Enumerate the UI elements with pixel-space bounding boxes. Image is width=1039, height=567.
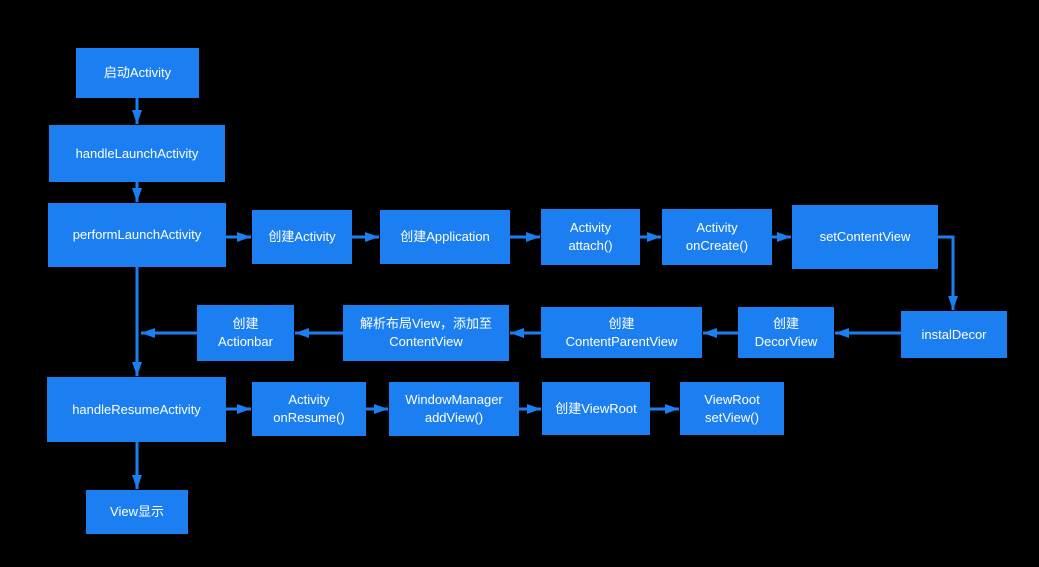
node-window-manager-add-view: WindowManager addView() (389, 382, 519, 436)
node-label: handleLaunchActivity (75, 145, 199, 161)
node-handle-launch-activity: handleLaunchActivity (49, 125, 225, 182)
node-create-activity: 创建Activity (252, 210, 352, 264)
node-create-application: 创建Application (380, 210, 510, 264)
edge-setcontentview-to-instaldecor (938, 235, 958, 310)
node-label: ViewRoot setView() (704, 391, 760, 425)
node-set-content-view: setContentView (792, 205, 938, 269)
node-label: 启动Activity (103, 65, 172, 81)
node-label: instalDecor (921, 326, 987, 342)
node-create-content-parent-view: 创建 ContentParentView (541, 307, 702, 358)
node-label: 创建Activity (268, 229, 336, 245)
node-activity-onresume: Activity onResume() (252, 382, 366, 436)
node-label: 创建Application (400, 229, 490, 245)
node-label: 解析布局View，添加至 ContentView (360, 316, 492, 349)
node-label: handleResumeActivity (72, 401, 201, 417)
node-perform-launch-activity: performLaunchActivity (48, 203, 226, 267)
node-label: Activity onCreate() (685, 220, 749, 253)
node-create-decor-view: 创建 DecorView (738, 307, 834, 358)
node-label: Activity attach() (568, 220, 613, 253)
node-view-display: View显示 (86, 490, 188, 534)
node-label: 创建 DecorView (754, 315, 818, 349)
node-instal-decor: instalDecor (901, 311, 1007, 358)
node-create-actionbar: 创建 Actionbar (197, 305, 294, 361)
node-label: View显示 (110, 504, 164, 520)
node-parse-layout-view: 解析布局View，添加至 ContentView (343, 305, 509, 361)
node-handle-resume-activity: handleResumeActivity (47, 377, 226, 442)
node-create-view-root: 创建ViewRoot (542, 382, 650, 435)
node-label: 创建 Actionbar (218, 316, 273, 349)
node-label: performLaunchActivity (72, 227, 202, 243)
node-label: WindowManager addView() (405, 392, 503, 425)
node-activity-oncreate: Activity onCreate() (662, 209, 772, 265)
node-activity-attach: Activity attach() (541, 209, 640, 265)
node-view-root-set-view: ViewRoot setView() (680, 382, 784, 435)
node-start-activity: 启动Activity (76, 48, 199, 98)
node-label: 创建ViewRoot (555, 400, 637, 416)
node-label: setContentView (819, 229, 911, 245)
node-label: Activity onResume() (273, 392, 345, 425)
node-label: 创建 ContentParentView (565, 315, 678, 349)
